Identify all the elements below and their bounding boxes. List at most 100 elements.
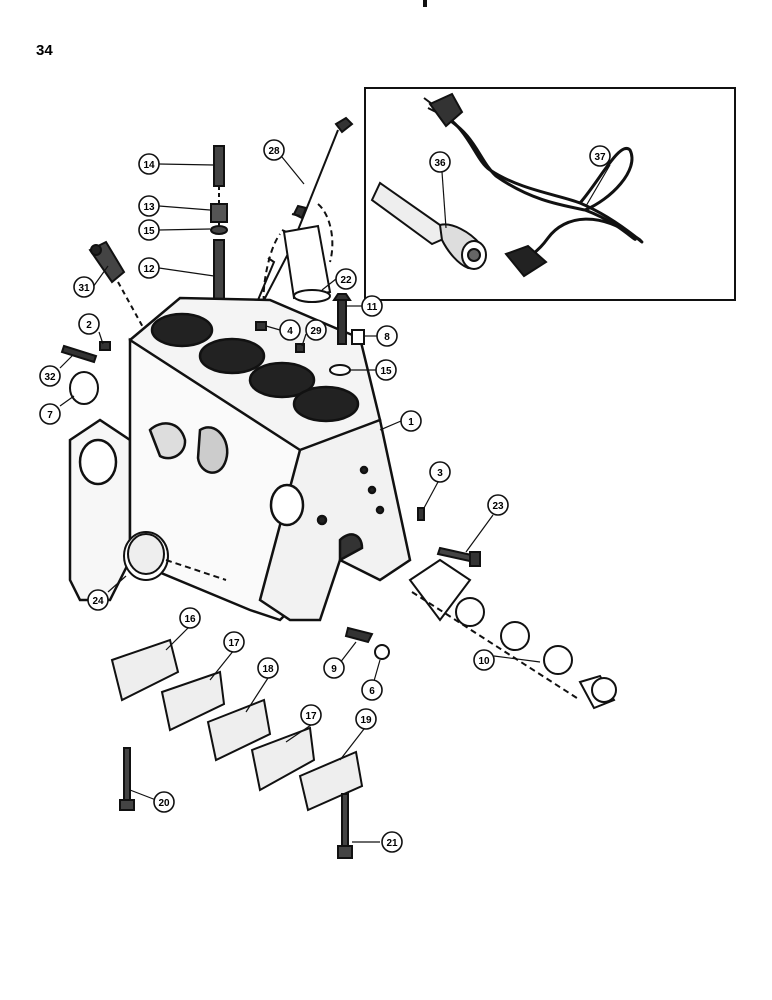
cam-bushings	[408, 546, 617, 710]
callout-c23: 23	[487, 494, 509, 516]
callout-c31: 31	[73, 276, 95, 298]
callout-c22: 22	[335, 268, 357, 290]
callout-number: 28	[268, 146, 280, 157]
stud-stack	[210, 145, 228, 325]
callout-number: 36	[434, 158, 446, 169]
callout-circle	[355, 708, 377, 730]
callout-number: 18	[262, 664, 274, 675]
callout-circle	[375, 359, 397, 381]
callout-number: 7	[47, 410, 53, 421]
callout-number: 13	[143, 202, 155, 213]
callout-c36: 36	[429, 151, 451, 173]
bearing-caps	[110, 638, 364, 812]
block-heater-inset	[364, 87, 736, 301]
callout-c6: 6	[361, 679, 383, 701]
callout-c14: 14	[138, 153, 160, 175]
callout-c20: 20	[153, 791, 175, 813]
callout-c37: 37	[589, 145, 611, 167]
callout-number: 19	[360, 715, 372, 726]
callout-circle	[223, 631, 245, 653]
engine-block	[68, 296, 412, 622]
callout-c24: 24	[87, 589, 109, 611]
callout-c12: 12	[138, 257, 160, 279]
callout-circle	[257, 657, 279, 679]
callout-circle	[473, 649, 495, 671]
callout-number: 2	[86, 320, 92, 331]
callout-circle	[73, 276, 95, 298]
callout-circle	[279, 319, 301, 341]
callout-number: 11	[367, 302, 378, 313]
callout-number: 16	[184, 614, 196, 625]
heater-cord	[439, 110, 644, 262]
callout-circle	[138, 153, 160, 175]
callout-c28: 28	[263, 139, 285, 161]
callout-circle	[429, 151, 451, 173]
callout-c4: 4	[279, 319, 301, 341]
callout-circle	[361, 295, 383, 317]
callout-circle	[263, 139, 285, 161]
callout-c11: 11	[361, 295, 383, 317]
expansion-plug	[123, 531, 227, 581]
callout-number: 29	[310, 326, 322, 337]
callout-c3: 3	[429, 461, 451, 483]
page-number: 34	[36, 42, 53, 59]
callout-number: 22	[340, 275, 352, 286]
callout-circle	[381, 831, 403, 853]
callout-number: 6	[369, 686, 375, 697]
callout-circle	[487, 494, 509, 516]
callout-circle	[335, 268, 357, 290]
callout-circle	[305, 319, 327, 341]
cord-connector	[504, 244, 548, 278]
callout-circle	[361, 679, 383, 701]
callout-circle	[39, 365, 61, 387]
callout-circle	[589, 145, 611, 167]
callout-number: 17	[228, 638, 240, 649]
heater-element	[370, 181, 487, 270]
callout-circle	[138, 195, 160, 217]
bolt-and-washer	[344, 626, 390, 660]
callout-c7: 7	[39, 403, 61, 425]
callout-circle	[138, 257, 160, 279]
callout-circle	[376, 325, 398, 347]
callout-circle	[78, 313, 100, 335]
callout-c2: 2	[78, 313, 100, 335]
callout-c17b: 17	[300, 704, 322, 726]
callout-number: 12	[143, 264, 155, 275]
callout-c15a: 15	[138, 219, 160, 241]
callout-number: 14	[143, 160, 155, 171]
callout-number: 15	[380, 366, 392, 377]
callout-c21: 21	[381, 831, 403, 853]
callout-c19: 19	[355, 708, 377, 730]
callout-number: 9	[331, 664, 337, 675]
callout-c32: 32	[39, 365, 61, 387]
callout-circle	[429, 461, 451, 483]
callout-circle	[400, 410, 422, 432]
callout-number: 15	[143, 226, 155, 237]
callout-leaders	[59, 156, 611, 843]
callout-c8: 8	[376, 325, 398, 347]
cord-plug	[423, 92, 464, 128]
callout-c17a: 17	[223, 631, 245, 653]
callout-c16: 16	[179, 607, 201, 629]
callout-circle	[153, 791, 175, 813]
callout-number: 4	[287, 326, 293, 337]
callout-c1: 1	[400, 410, 422, 432]
callout-number: 10	[478, 656, 490, 667]
callout-number: 20	[158, 798, 170, 809]
callout-circle	[39, 403, 61, 425]
dipstick-assembly	[257, 116, 354, 303]
callout-number: 17	[305, 711, 317, 722]
callout-c13: 13	[138, 195, 160, 217]
callout-c29: 29	[305, 319, 327, 341]
callout-number: 32	[44, 372, 56, 383]
callout-circle	[138, 219, 160, 241]
callout-c9: 9	[323, 657, 345, 679]
cap-bolts	[119, 747, 353, 859]
callout-number: 37	[594, 152, 606, 163]
callout-circle	[300, 704, 322, 726]
small-parts	[255, 293, 425, 521]
callout-c10: 10	[473, 649, 495, 671]
callout-circle	[179, 607, 201, 629]
callout-number: 24	[92, 596, 104, 607]
